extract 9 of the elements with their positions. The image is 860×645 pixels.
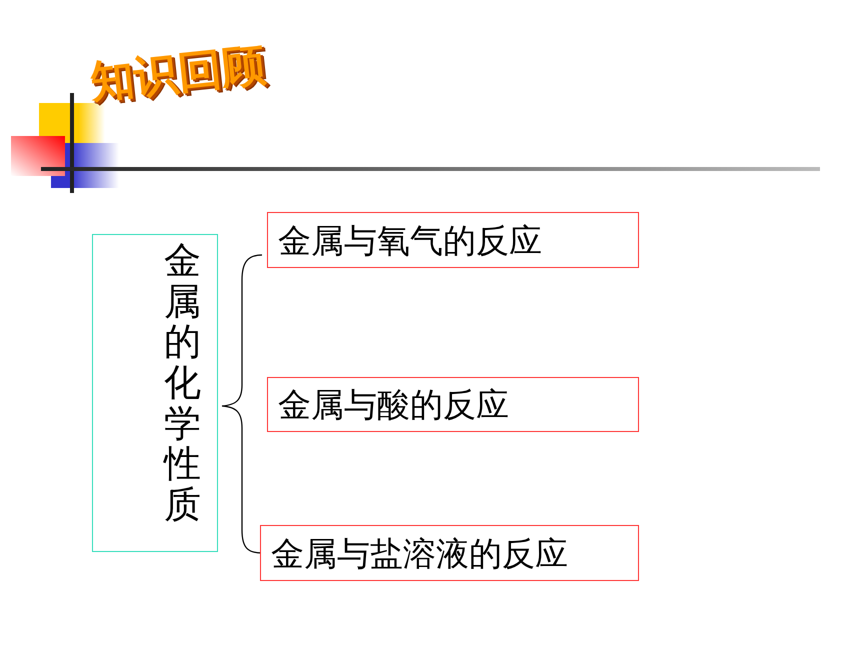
topic-box	[92, 234, 218, 552]
title: 知识回顾	[88, 42, 268, 106]
box-text: 金属与酸的反应	[278, 388, 509, 421]
box-text: 金属与盐溶液的反应	[271, 536, 568, 570]
subtopic-box	[267, 377, 639, 432]
subtopic-box	[267, 212, 639, 268]
subtopic-box	[260, 525, 639, 581]
box-text: 金属的化学性质	[164, 241, 201, 528]
box-text: 金属与氧气的反应	[278, 224, 542, 256]
